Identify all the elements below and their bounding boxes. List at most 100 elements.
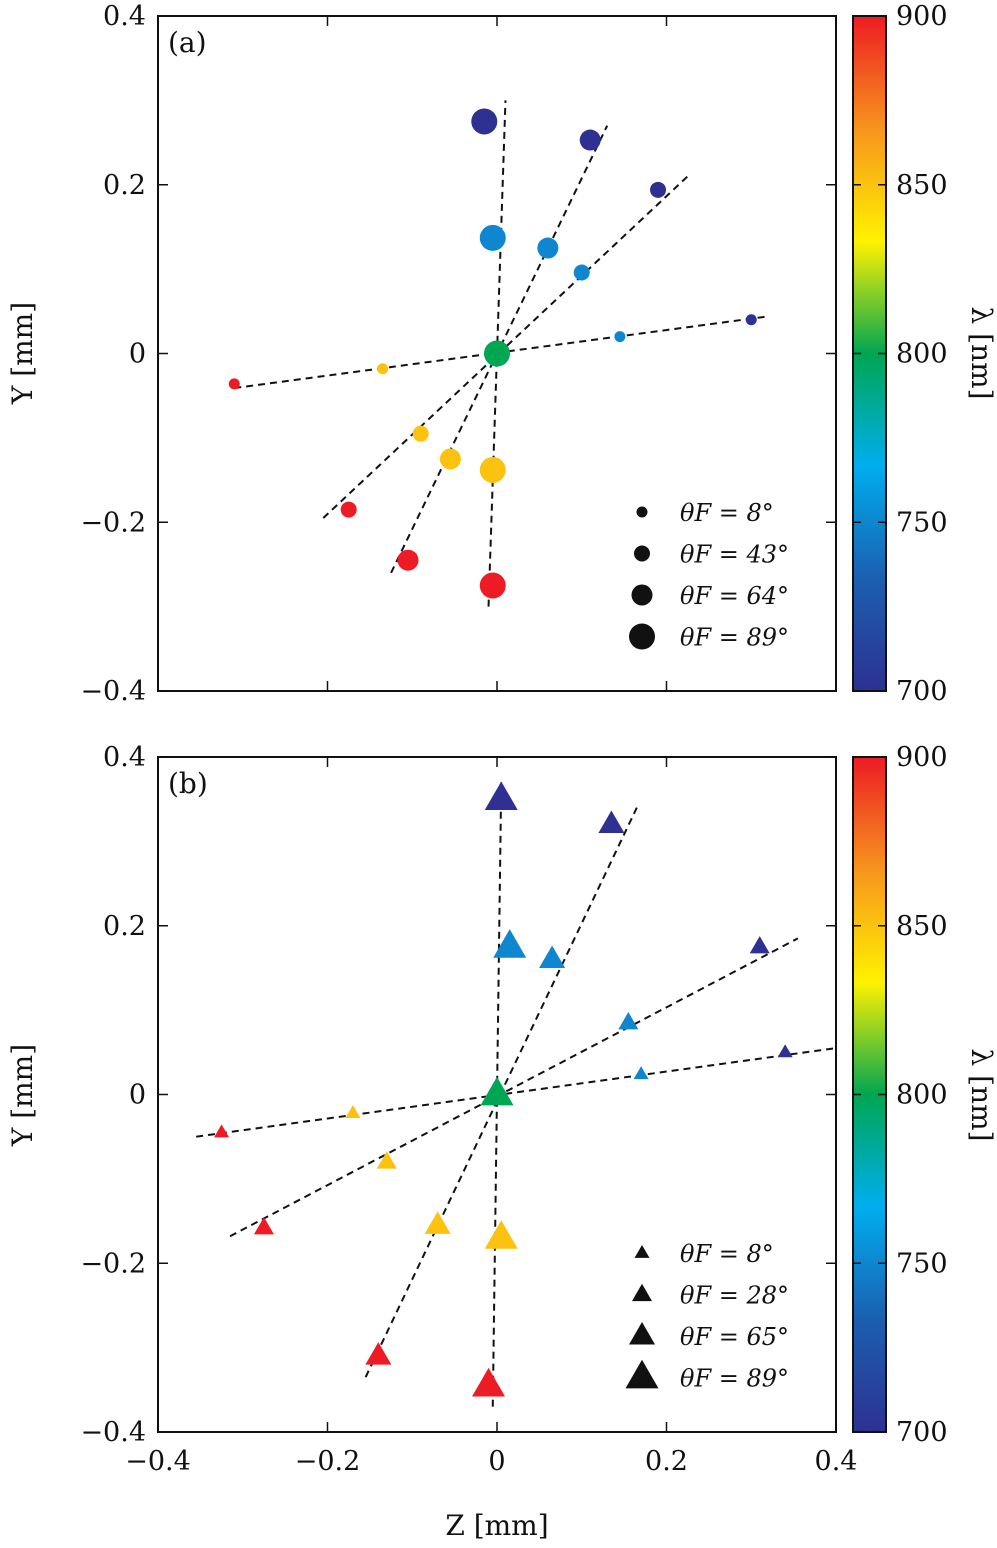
data-point (345, 1105, 361, 1118)
data-point (412, 425, 429, 442)
fit-line (229, 937, 799, 1238)
data-point (573, 264, 590, 281)
y-tick-label: −0.2 (80, 507, 146, 538)
colorbar-label: λ [nm] (965, 1048, 997, 1141)
fit-line (390, 125, 609, 574)
data-point (424, 1211, 451, 1234)
legend-marker (634, 545, 650, 562)
x-tick-label: −0.4 (125, 1446, 191, 1477)
x-tick-label: 0.4 (815, 1446, 858, 1477)
colorbar-tick-label: 900 (896, 742, 948, 773)
data-point (537, 237, 559, 259)
colorbar-ticks: 900 850 800 750 700 (853, 742, 948, 1448)
data-point (493, 929, 527, 958)
data-point (439, 448, 461, 470)
data-points (214, 781, 793, 1397)
data-point (479, 572, 506, 599)
data-point (479, 456, 506, 483)
y-ticks: 0.4 0.2 0 −0.2 −0.4 (80, 1, 836, 707)
colorbar-tick-label: 750 (896, 507, 948, 538)
legend: θF = 8° θF = 28° θF = 65° θF = 89° (625, 1240, 789, 1393)
data-points (228, 108, 757, 599)
colorbar-b: 900 850 800 750 700 λ [nm] (852, 742, 997, 1448)
y-ticks: 0.4 0.2 0 −0.2 −0.4 (80, 742, 836, 1448)
data-point (228, 378, 240, 390)
data-point (377, 363, 389, 375)
data-point (484, 1220, 518, 1249)
x-tick-label: 0.2 (645, 1446, 688, 1477)
legend-marker (634, 1244, 650, 1258)
y-tick-label: 0 (129, 339, 146, 370)
data-point (777, 1044, 793, 1058)
legend-label: θF = 28° (680, 1282, 789, 1310)
data-point (484, 781, 518, 811)
data-point (471, 108, 498, 135)
colorbar-a: 900 850 800 750 700 λ [nm] (852, 1, 997, 707)
x-tick-label: −0.2 (295, 1446, 361, 1477)
data-point (749, 936, 770, 954)
panel-a: 0.40.20−0.2−0.4 θF = 8°θF = 43°θF = 64°θ… (6, 1, 837, 707)
data-point (472, 1367, 506, 1397)
data-point (214, 1124, 230, 1138)
data-point (539, 945, 566, 969)
legend-marker (636, 506, 648, 518)
data-point (614, 331, 626, 343)
data-point (598, 810, 625, 834)
colorbar-ticks: 900 850 800 750 700 (853, 1, 948, 707)
legend-marker (625, 1359, 659, 1389)
legend-label: θF = 89° (680, 624, 789, 652)
y-tick-label: 0.4 (103, 742, 146, 773)
y-tick-label: −0.4 (80, 676, 146, 707)
legend-label: θF = 65° (680, 1323, 789, 1351)
colorbar-tick-label: 850 (896, 911, 948, 942)
colorbar-tick-label: 700 (896, 1417, 948, 1448)
y-axis-title: Y [mm] (6, 302, 39, 405)
y-tick-label: 0.4 (103, 1, 146, 32)
colorbar-tick-label: 800 (896, 1080, 948, 1111)
data-point (340, 501, 357, 518)
data-point (253, 1217, 274, 1235)
colorbar-tick-label: 800 (896, 339, 948, 370)
legend-marker (632, 1283, 652, 1302)
data-point (618, 1012, 639, 1030)
panel-label: (b) (168, 767, 208, 800)
x-ticks: −0.4 −0.2 0 0.2 0.4 (125, 757, 857, 1477)
legend-marker (629, 623, 655, 650)
legend: θF = 8° θF = 43° θF = 64° θF = 89° (629, 499, 789, 652)
y-tick-label: −0.4 (80, 1417, 146, 1448)
x-ticks (157, 16, 837, 691)
colorbar-tick-label: 900 (896, 1, 948, 32)
y-tick-label: −0.2 (80, 1248, 146, 1279)
x-tick-label: 0 (488, 1446, 505, 1477)
legend-label: θF = 89° (680, 1365, 789, 1393)
legend-marker (631, 584, 653, 606)
y-tick-label: 0.2 (103, 170, 146, 201)
data-point (633, 1066, 649, 1080)
x-axis-title: Z [mm] (445, 1509, 548, 1542)
colorbar-tick-label: 750 (896, 1248, 948, 1279)
panel-label: (a) (168, 26, 207, 59)
y-axis-title: Y [mm] (6, 1044, 39, 1147)
y-tick-label: 0 (129, 1080, 146, 1111)
data-point (480, 1076, 514, 1106)
legend-label: θF = 8° (680, 1240, 774, 1268)
data-point (484, 340, 510, 367)
fit-lines (196, 782, 837, 1407)
data-point (376, 1151, 397, 1169)
colorbar-tick-label: 700 (896, 676, 948, 707)
legend-marker (629, 1322, 655, 1345)
data-point (397, 549, 419, 571)
y-tick-label: 0.2 (103, 911, 146, 942)
data-point (479, 224, 506, 251)
legend-label: θF = 8° (680, 499, 774, 527)
colorbar-label: λ [nm] (965, 306, 997, 399)
data-point (579, 129, 601, 151)
data-point (650, 181, 667, 198)
data-point (365, 1342, 392, 1365)
legend-label: θF = 64° (680, 582, 789, 610)
colorbar-tick-label: 850 (896, 170, 948, 201)
legend-label: θF = 43° (680, 541, 789, 569)
data-point (745, 314, 757, 326)
